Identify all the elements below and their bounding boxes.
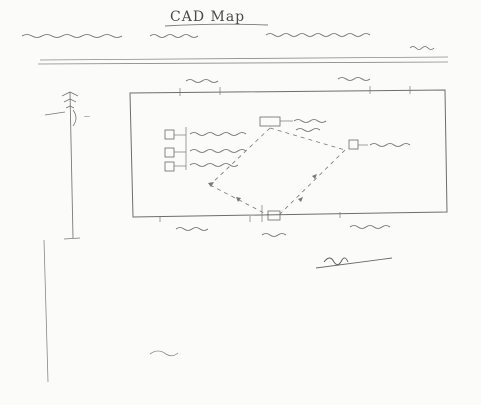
signature-underline xyxy=(315,257,393,269)
bottom-center-scribble xyxy=(261,233,287,237)
bottom-right-scribble xyxy=(349,225,391,229)
left-column-line xyxy=(69,91,74,239)
list-item-1-scribble xyxy=(189,132,247,136)
tree-symbol xyxy=(61,91,79,109)
arrowhead-3 xyxy=(312,174,317,179)
header-scribble-right2 xyxy=(409,46,435,50)
node-top-box xyxy=(259,116,281,127)
top-right-label-scribble xyxy=(337,77,371,81)
node-right-box xyxy=(348,139,359,150)
stray-mark xyxy=(149,350,179,357)
entry-box xyxy=(267,210,281,221)
site-boundary xyxy=(129,89,448,218)
route-top-right xyxy=(269,127,346,151)
header-scribble-mid xyxy=(149,34,199,38)
map-title: CAD Map xyxy=(170,9,246,25)
svg-text:—: — xyxy=(84,113,90,120)
route-top-left xyxy=(209,127,271,186)
arrowhead-2 xyxy=(236,197,241,202)
separator-line-2 xyxy=(37,61,449,65)
separator-line-1 xyxy=(39,56,449,61)
node-top-scribble xyxy=(293,119,327,132)
signature-mark xyxy=(323,257,349,265)
route-bottom-right xyxy=(279,149,346,215)
node-right-scribble xyxy=(369,143,411,147)
page-vertical-line xyxy=(43,239,49,383)
list-item-2-scribble xyxy=(189,149,247,153)
title-underline xyxy=(164,23,269,27)
top-left-label-scribble xyxy=(185,79,219,83)
header-scribble-left xyxy=(21,34,123,38)
header-scribble-right xyxy=(265,33,371,37)
bottom-left-scribble xyxy=(175,227,209,231)
arrowhead-1 xyxy=(208,182,214,187)
list-item-3-scribble xyxy=(189,163,239,167)
arrowhead-4 xyxy=(298,197,303,202)
